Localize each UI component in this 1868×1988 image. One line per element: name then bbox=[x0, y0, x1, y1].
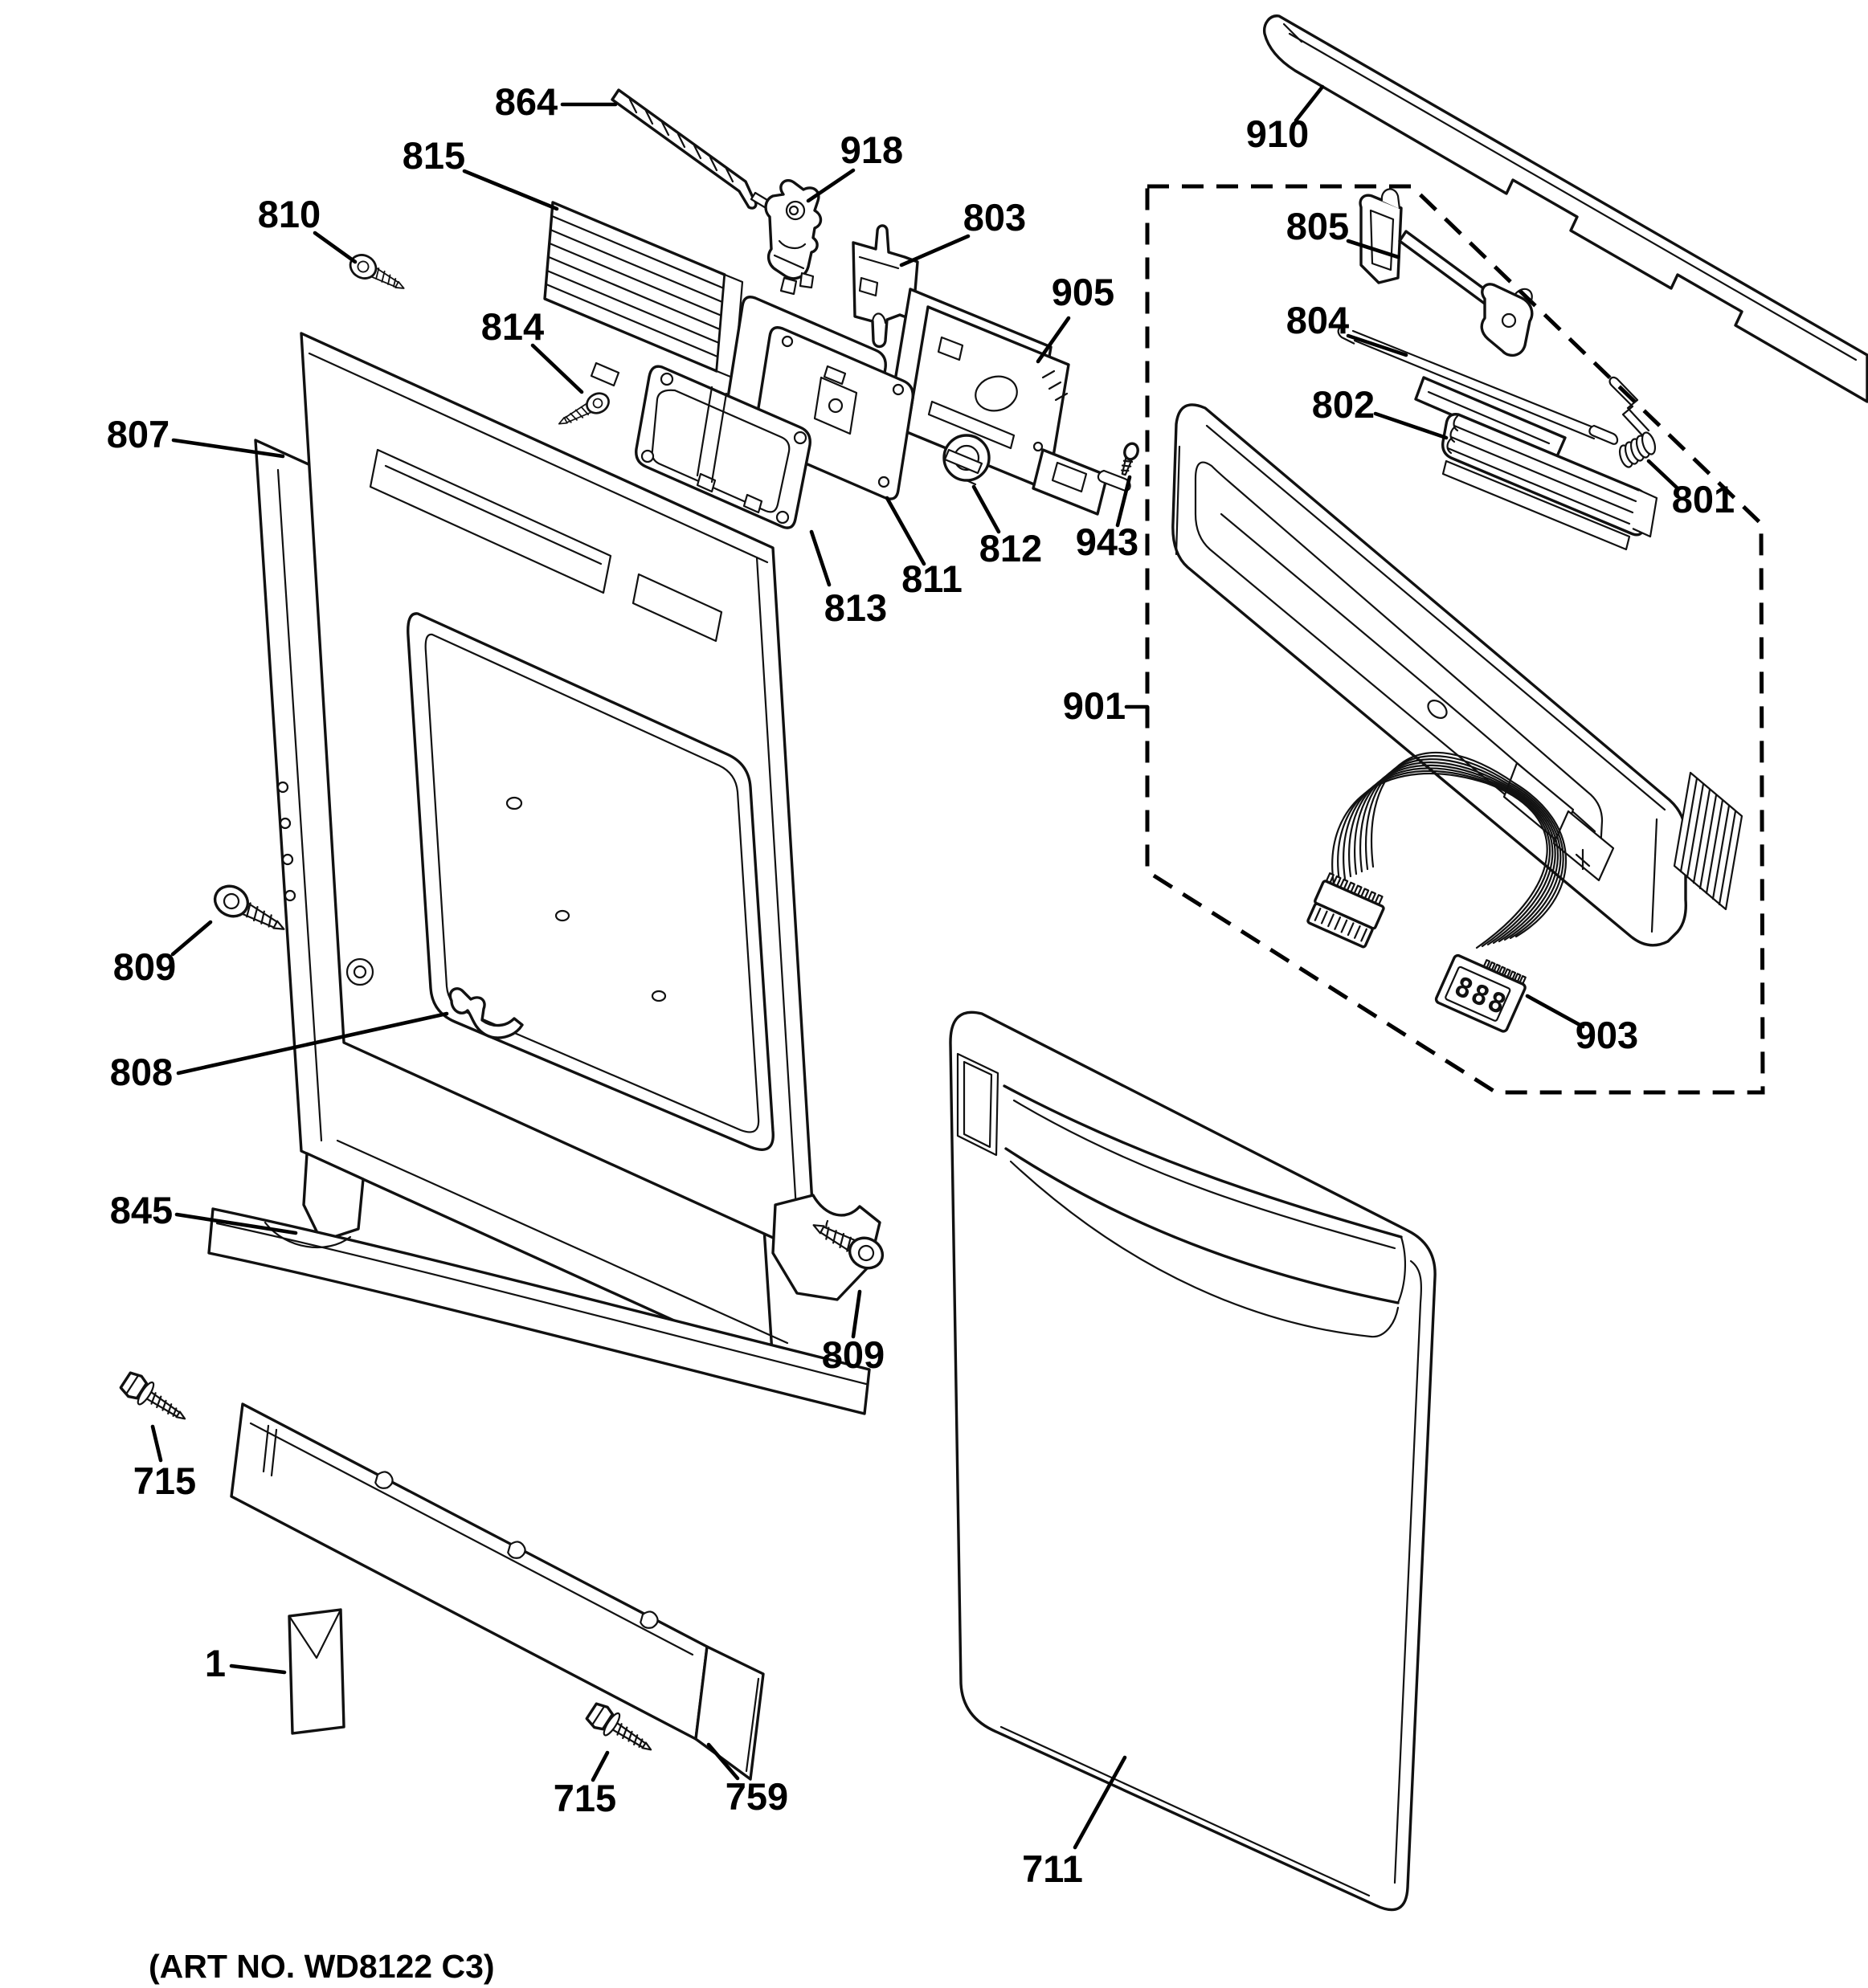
svg-text:901: 901 bbox=[1063, 684, 1126, 727]
svg-text:804: 804 bbox=[1286, 299, 1349, 341]
escutcheon-bracket-805 bbox=[1359, 188, 1534, 357]
svg-text:810: 810 bbox=[258, 193, 321, 235]
svg-text:802: 802 bbox=[1312, 383, 1375, 426]
svg-text:805: 805 bbox=[1286, 205, 1349, 247]
part-label-918: 918 bbox=[806, 129, 903, 203]
display-connector-903: 888 bbox=[1434, 953, 1527, 1033]
svg-text:814: 814 bbox=[481, 305, 544, 348]
svg-text:910: 910 bbox=[1246, 112, 1309, 155]
svg-text:803: 803 bbox=[963, 196, 1026, 239]
svg-text:807: 807 bbox=[107, 413, 170, 455]
part-label-903: 903 bbox=[1525, 994, 1638, 1056]
torsion-spring-801 bbox=[1608, 376, 1657, 468]
screw-715-left bbox=[119, 1371, 186, 1420]
svg-text:715: 715 bbox=[554, 1777, 616, 1819]
svg-text:801: 801 bbox=[1672, 478, 1735, 520]
part-label-1: 1 bbox=[205, 1642, 287, 1684]
svg-text:1: 1 bbox=[205, 1642, 226, 1684]
literature-envelope-1 bbox=[288, 1608, 345, 1735]
svg-text:903: 903 bbox=[1576, 1014, 1638, 1056]
svg-text:808: 808 bbox=[110, 1051, 173, 1093]
svg-text:809: 809 bbox=[822, 1333, 885, 1376]
part-label-845: 845 bbox=[110, 1189, 298, 1235]
cable-pin-connector bbox=[1306, 872, 1385, 949]
svg-text:809: 809 bbox=[113, 945, 176, 988]
part-label-901: 901 bbox=[1063, 684, 1150, 727]
part-label-759: 759 bbox=[706, 1742, 788, 1818]
part-label-809-left: 809 bbox=[113, 920, 213, 988]
part-label-805: 805 bbox=[1286, 205, 1400, 259]
part-label-905: 905 bbox=[1036, 271, 1114, 364]
screw-809-left bbox=[213, 884, 285, 930]
part-label-811: 811 bbox=[885, 496, 963, 600]
control-panel-escutcheon bbox=[1171, 403, 1743, 947]
ribbon-cable-903: 888 bbox=[1306, 752, 1568, 1033]
part-label-813: 813 bbox=[809, 529, 887, 629]
svg-text:905: 905 bbox=[1052, 271, 1114, 313]
door-latch-918 bbox=[764, 179, 823, 296]
screw-809-bottom bbox=[812, 1224, 885, 1270]
labels-layer: 864 815 810 814 918 803 905 807 813 811 812 943 901 9… bbox=[107, 80, 1735, 1890]
svg-text:715: 715 bbox=[133, 1459, 196, 1502]
screw-810 bbox=[349, 254, 405, 289]
part-label-711: 711 bbox=[1022, 1755, 1127, 1890]
svg-text:813: 813 bbox=[824, 586, 887, 629]
part-label-803: 803 bbox=[899, 196, 1026, 267]
top-trim-strip-910 bbox=[1263, 14, 1868, 403]
control-module-905 bbox=[888, 288, 1131, 516]
screw-943 bbox=[1121, 442, 1139, 476]
part-label-815: 815 bbox=[403, 134, 559, 211]
outer-door-panel-711 bbox=[949, 1010, 1437, 1912]
part-label-910: 910 bbox=[1246, 84, 1325, 155]
part-label-814: 814 bbox=[481, 305, 584, 394]
part-label-807: 807 bbox=[107, 413, 285, 459]
svg-text:711: 711 bbox=[1022, 1847, 1083, 1890]
svg-text:845: 845 bbox=[110, 1189, 173, 1231]
svg-text:864: 864 bbox=[495, 80, 558, 123]
hinge-foot-left bbox=[302, 1152, 365, 1243]
svg-text:759: 759 bbox=[726, 1775, 788, 1818]
hinge-foot-right bbox=[771, 1194, 881, 1301]
svg-text:812: 812 bbox=[979, 527, 1042, 569]
inner-door-assembly bbox=[254, 332, 881, 1367]
svg-text:811: 811 bbox=[901, 557, 963, 600]
part-label-715-left: 715 bbox=[133, 1424, 196, 1502]
part-label-715-right: 715 bbox=[554, 1750, 616, 1819]
vent-trim-strip-864 bbox=[611, 88, 773, 210]
part-label-809-bottom: 809 bbox=[822, 1289, 885, 1376]
part-label-864: 864 bbox=[495, 80, 618, 123]
part-label-804: 804 bbox=[1286, 299, 1408, 357]
screw-715-right bbox=[585, 1702, 652, 1751]
svg-text:918: 918 bbox=[840, 129, 903, 171]
svg-text:815: 815 bbox=[403, 134, 465, 177]
part-label-801: 801 bbox=[1646, 459, 1735, 520]
deflector-802 bbox=[1441, 413, 1658, 551]
part-label-812: 812 bbox=[971, 484, 1042, 569]
part-label-810: 810 bbox=[258, 193, 358, 264]
art-number: (ART NO. WD8122 C3) bbox=[149, 1948, 495, 1985]
part-label-802: 802 bbox=[1312, 383, 1449, 440]
screw-814 bbox=[558, 392, 610, 425]
part-label-943: 943 bbox=[1076, 475, 1138, 563]
access-panel-end-cap bbox=[694, 1645, 765, 1781]
access-panel-759 bbox=[230, 1402, 765, 1781]
dispenser-gasket-813 bbox=[635, 365, 811, 529]
wire-clip-808 bbox=[448, 987, 524, 1039]
lower-trim-845 bbox=[207, 1207, 871, 1415]
svg-text:943: 943 bbox=[1076, 520, 1138, 563]
part-label-808: 808 bbox=[110, 1011, 449, 1093]
dispenser-knob-812 bbox=[942, 434, 991, 486]
dashed-assembly-boundary bbox=[1145, 184, 1765, 1095]
vent-grille-815 bbox=[543, 201, 744, 387]
